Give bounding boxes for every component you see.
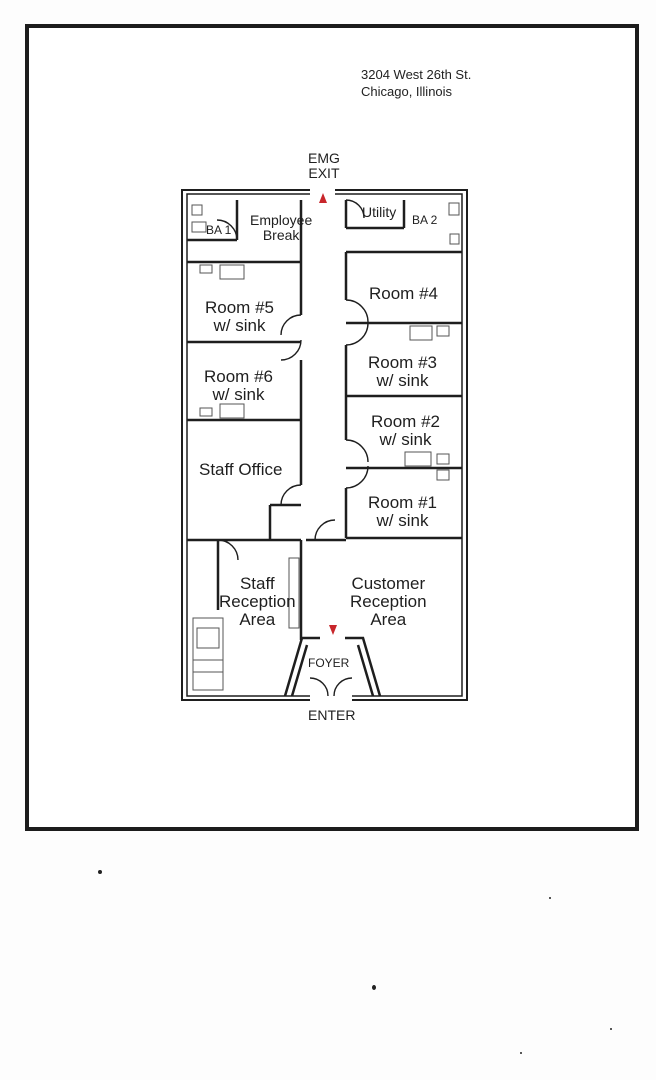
- room2-label: Room #2 w/ sink: [371, 412, 440, 449]
- inner-wall-outline: [186, 193, 463, 697]
- scan-speck: [98, 870, 102, 874]
- scan-speck: [549, 897, 551, 899]
- room5-label: Room #5 w/ sink: [205, 298, 274, 335]
- fixtures: [191, 202, 460, 691]
- emergency-exit-label: EMG EXIT: [308, 150, 340, 181]
- staff-reception-label: Staff Reception Area: [219, 574, 296, 629]
- left-room-walls: [187, 200, 303, 610]
- door-swings: [216, 199, 369, 697]
- address-line1: 3204 West 26th St.: [361, 67, 472, 82]
- scan-speck: [372, 985, 376, 990]
- address-line2: Chicago, Illinois: [361, 84, 453, 99]
- outer-walls: [181, 189, 468, 701]
- foyer-label: FOYER: [308, 656, 350, 670]
- staff-office-label: Staff Office: [199, 460, 283, 479]
- room4-label: Room #4: [369, 284, 438, 303]
- ba1-label: BA 1: [206, 223, 232, 237]
- scan-speck: [610, 1028, 612, 1030]
- page-frame: [25, 24, 639, 831]
- room3-label: Room #3 w/ sink: [368, 353, 437, 390]
- customer-reception-label: Customer Reception Area: [350, 574, 427, 629]
- enter-label: ENTER: [308, 707, 356, 723]
- utility-label: Utility: [362, 204, 397, 220]
- room6-label: Room #6 w/ sink: [204, 367, 273, 404]
- foyer-walls: [283, 636, 382, 697]
- outer-wall-outline: [181, 189, 468, 701]
- address-block: 3204 West 26th St. Chicago, Illinois: [361, 66, 471, 100]
- ba2-label: BA 2: [412, 213, 438, 227]
- room1-label: Room #1 w/ sink: [368, 493, 437, 530]
- employee-break-label: Employee Break: [250, 212, 313, 243]
- right-room-walls: [344, 200, 462, 540]
- exit-arrow-icon: [319, 193, 327, 203]
- reception-walls: [299, 538, 346, 640]
- scan-speck: [520, 1052, 522, 1054]
- entrance-arrow-icon: [329, 625, 337, 635]
